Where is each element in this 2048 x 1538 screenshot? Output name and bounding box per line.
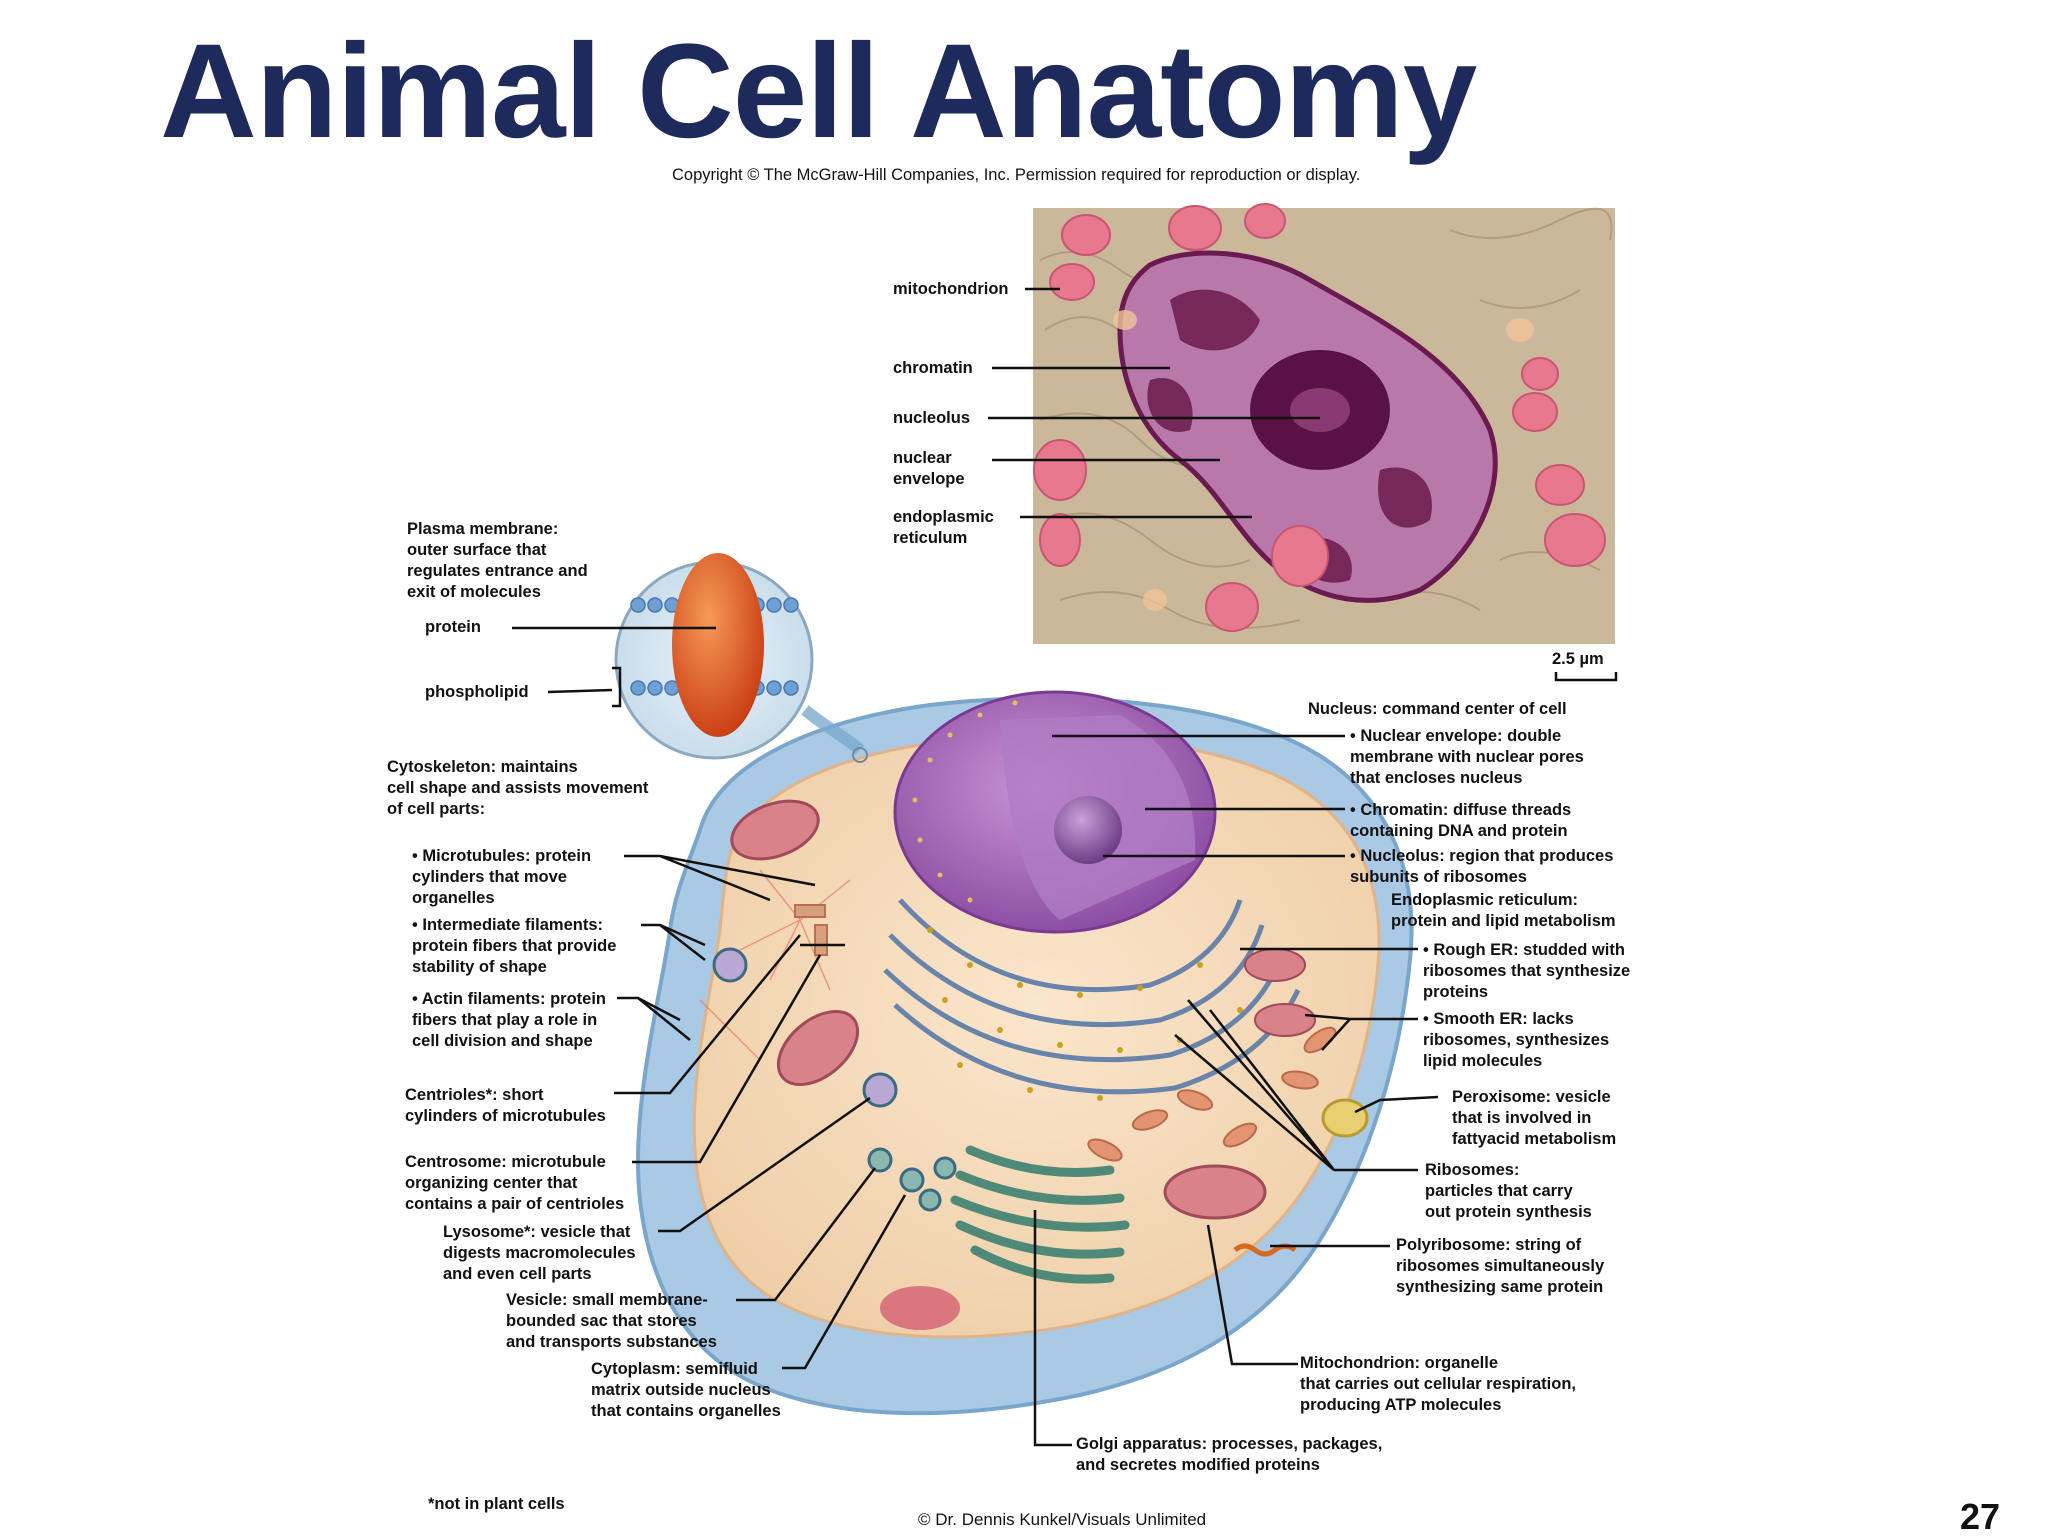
label-protein: protein	[425, 618, 481, 636]
label-vesicle: Vesicle: small membrane- bounded sac tha…	[506, 1291, 717, 1351]
label-micro-nuclear-envelope: nuclear envelope	[893, 449, 965, 488]
copyright-notice: Copyright © The McGraw-Hill Companies, I…	[672, 166, 1361, 184]
label-nucleus: Nucleus: command center of cell	[1308, 700, 1567, 718]
label-micro-chromatin: chromatin	[893, 359, 973, 377]
label-actin-filaments: • Actin filaments: protein fibers that p…	[412, 990, 607, 1050]
image-credit: © Dr. Dennis Kunkel/Visuals Unlimited	[918, 1510, 1207, 1529]
micrograph	[1033, 203, 1618, 682]
label-golgi-apparatus: Golgi apparatus: processes, packages, an…	[1076, 1435, 1383, 1474]
micrograph-chromatin	[1147, 289, 1432, 583]
nucleolus	[1054, 796, 1122, 864]
peroxisome	[1321, 1098, 1369, 1138]
label-chromatin: • Chromatin: diffuse threads containing …	[1350, 801, 1572, 840]
right-leaders	[1033, 734, 1439, 1447]
scale-bar-label: 2.5 µm	[1552, 650, 1604, 668]
label-plasma-membrane: Plasma membrane: outer surface that regu…	[407, 520, 588, 601]
footnote: *not in plant cells	[428, 1495, 565, 1513]
label-peroxisome: Peroxisome: vesicle that is involved in …	[1452, 1088, 1617, 1148]
golgi-apparatus	[950, 1145, 1130, 1284]
membrane-protein	[672, 553, 764, 737]
centrioles	[794, 904, 828, 956]
rough-er	[883, 898, 1301, 1095]
cell-mitochondria	[730, 799, 1316, 1220]
label-endoplasmic-reticulum: Endoplasmic reticulum: protein and lipid…	[1391, 891, 1616, 930]
vesicles	[712, 947, 957, 1212]
label-cytoplasm: Cytoplasm: semifluid matrix outside nucl…	[591, 1360, 781, 1420]
label-centrosome: Centrosome: microtubule organizing cente…	[405, 1153, 625, 1213]
er-ribosome-dots	[927, 927, 1243, 1101]
micrograph-leaders	[988, 287, 1320, 519]
label-centrioles: Centrioles*: short cylinders of microtub…	[405, 1086, 606, 1125]
label-nuclear-envelope: • Nuclear envelope: double membrane with…	[1350, 727, 1584, 787]
left-leaders	[614, 854, 907, 1370]
label-cytoskeleton: Cytoskeleton: maintains cell shape and a…	[387, 758, 649, 818]
inset-leaders	[512, 626, 716, 708]
label-ribosomes: Ribosomes: particles that carry out prot…	[1425, 1161, 1592, 1221]
label-rough-er: • Rough ER: studded with ribosomes that …	[1423, 941, 1631, 1001]
red-blood-cell-like-body	[880, 1286, 960, 1330]
label-micro-nucleolus: nucleolus	[893, 409, 971, 427]
label-mitochondrion: Mitochondrion: organelle that carries ou…	[1300, 1354, 1577, 1414]
label-smooth-er: • Smooth ER: lacks ribosomes, synthesize…	[1423, 1010, 1610, 1070]
label-micro-er: endoplasmic reticulum	[893, 508, 994, 547]
label-lysosome: Lysosome*: vesicle that digests macromol…	[443, 1223, 636, 1283]
smooth-er	[1087, 1026, 1337, 1162]
label-nucleolus: • Nucleolus: region that produces subuni…	[1350, 847, 1614, 886]
membrane-inset	[614, 553, 868, 763]
label-phospholipid: phospholipid	[425, 683, 529, 701]
label-polyribosome: Polyribosome: string of ribosomes simult…	[1396, 1236, 1605, 1296]
label-intermediate-filaments: • Intermediate filaments: protein fibers…	[412, 916, 617, 976]
page-title: Animal Cell Anatomy	[160, 17, 1477, 166]
cell-illustration	[636, 690, 1414, 1416]
page-number: 27	[1960, 1496, 2001, 1537]
micrograph-er-texture	[1039, 207, 1613, 629]
label-microtubules: • Microtubules: protein cylinders that m…	[412, 847, 592, 907]
label-micro-mitochondrion: mitochondrion	[893, 280, 1009, 298]
scale-bar	[1554, 672, 1618, 682]
micrograph-mitochondria	[1033, 203, 1606, 632]
nuclear-pores	[912, 700, 1018, 903]
